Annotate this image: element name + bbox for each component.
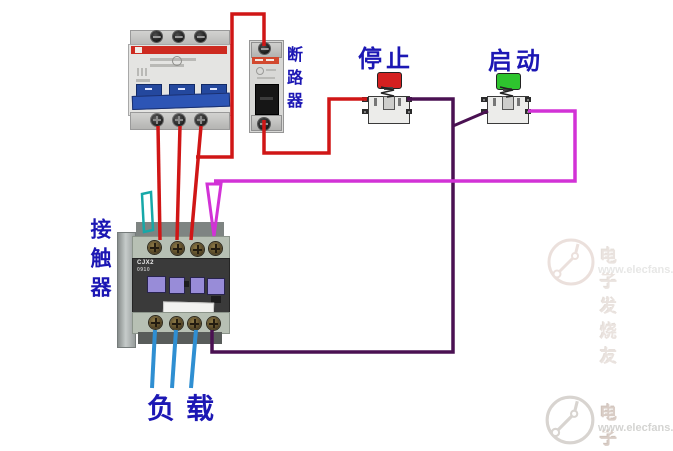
start-label: 启动 [488, 48, 544, 75]
contactor-contact-button [169, 277, 185, 294]
watermark-site-url: www.elecfans.com [598, 264, 673, 276]
start-no-terminal-left [481, 109, 487, 114]
contactor-terminal-screw [191, 243, 204, 256]
contactor-terminal-screw [171, 242, 184, 255]
single-breaker-toggle [255, 84, 279, 115]
start-button-plunger [502, 96, 514, 110]
contactor-model-text: CJX2 [137, 260, 155, 266]
main-breaker-brand-band [131, 46, 227, 54]
main-breaker-logo [135, 47, 142, 53]
start-terminal-top-left [481, 97, 487, 102]
elecfans-logo [545, 395, 595, 445]
contactor-contact-button [190, 277, 205, 294]
terminal-screw [195, 31, 206, 42]
terminal-screw [173, 114, 185, 126]
elecfans-logo [547, 238, 595, 286]
contactor-label: 接触器 [88, 218, 111, 305]
start-button-stem [503, 88, 512, 91]
contactor-base [138, 332, 222, 344]
stop-nc-terminal-left [362, 97, 368, 102]
terminal-screw [258, 118, 270, 130]
stop-no-terminal-left [362, 109, 368, 114]
start-terminal-top-right [525, 97, 531, 102]
stop-label: 停止 [358, 46, 414, 73]
contactor-aux-terminal-screw [207, 317, 220, 330]
certification-mark [172, 56, 182, 66]
contactor-contact-button [147, 276, 166, 293]
stop-no-terminal-right [406, 109, 412, 114]
stop-to-aux-wire [210, 97, 455, 354]
terminal-screw [151, 114, 163, 126]
contactor-model-text2: 0910 [137, 267, 151, 273]
terminal-screw [151, 31, 162, 42]
load-label: 负载 [147, 393, 226, 424]
terminal-screw [195, 114, 207, 126]
contactor-terminal-screw [188, 317, 201, 330]
contactor-coil-terminal-screw [209, 242, 222, 255]
contactor-terminal-screw [149, 316, 162, 329]
stop-button-stem [384, 87, 393, 90]
start-no-terminal-right [525, 109, 531, 114]
contactor-terminal-screw [170, 317, 183, 330]
terminal-screw [259, 43, 270, 54]
terminal-screw [173, 31, 184, 42]
contactor-contact-button [207, 278, 225, 295]
contactor-terminal-screw [148, 241, 161, 254]
watermark-site-url: www.elecfans.com [598, 422, 673, 434]
watermark-site-name: 电子发烧友 [600, 247, 618, 366]
single-breaker-mark [256, 67, 264, 75]
circuit-breaker-label: 断路器 [284, 46, 301, 115]
stop-button-plunger [383, 96, 395, 110]
stop-nc-terminal-right [406, 97, 412, 102]
watermark-site-name: 电子发烧友 [600, 404, 618, 448]
single-breaker-brand-band [252, 57, 279, 64]
